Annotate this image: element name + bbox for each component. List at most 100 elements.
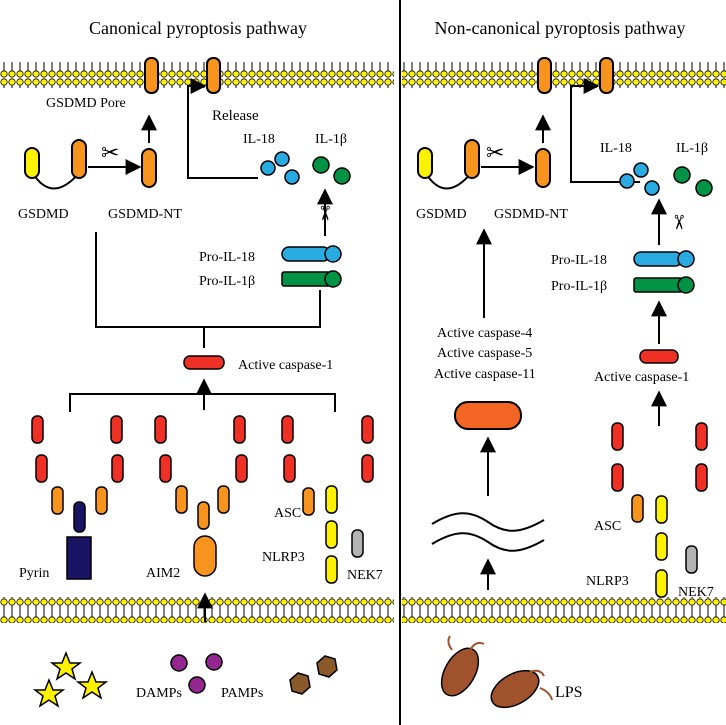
membrane-top-left <box>0 62 394 88</box>
pro-il1b-head-right <box>677 276 695 294</box>
nlrp3-casp-3-right <box>695 422 708 451</box>
gsdmd-nt-left <box>141 148 157 188</box>
arrow-release-right <box>570 78 640 183</box>
il18-dot-2 <box>633 162 649 178</box>
label-nlrp3-right: NLRP3 <box>586 574 629 589</box>
label-gsdmd-nt-left: GSDMD-NT <box>108 207 182 222</box>
label-pro-il1b-left: Pro-IL-1β <box>199 274 255 289</box>
label-active-caspase1-left: Active caspase-1 <box>238 358 333 373</box>
label-damps: DAMPs <box>136 686 182 701</box>
il1b-dot-1 <box>312 156 330 174</box>
label-active-caspase5: Active caspase-5 <box>437 346 532 361</box>
scissors-icon: ✂ <box>313 205 335 222</box>
nlrp3-yellow-3-left <box>325 555 338 584</box>
nlrp3-casp-2-left <box>283 454 296 483</box>
title-canonical: Canonical pyroptosis pathway <box>89 18 307 38</box>
pyrin-casp-1 <box>31 415 44 444</box>
label-asc-right: ASC <box>594 519 621 534</box>
membrane-bottom-left <box>0 597 394 623</box>
nlrp3-yellow-2-left <box>325 520 338 549</box>
label-pro-il18-right: Pro-IL-18 <box>551 253 607 268</box>
lps-wave-1 <box>431 512 545 532</box>
label-nek7-right: NEK7 <box>678 585 714 600</box>
nlrp3-casp-1-right <box>611 422 624 451</box>
label-pyrin: Pyrin <box>19 566 49 581</box>
label-aim2: AIM2 <box>146 566 180 581</box>
label-pro-il1b-right: Pro-IL-1β <box>551 279 607 294</box>
label-gsdmd-pore: GSDMD Pore <box>46 96 126 111</box>
label-release: Release <box>212 108 259 124</box>
il1b-dot-1 <box>673 166 691 184</box>
pro-il1b-head-left <box>324 270 342 288</box>
nlrp3-asc-1-right <box>631 494 644 523</box>
pyrin-asc-1 <box>51 486 64 515</box>
gsdmd-yellow-left <box>24 147 40 179</box>
pyrin-casp-4 <box>111 454 124 483</box>
label-il18-left: IL-18 <box>243 132 275 147</box>
line-cleave-bracket-left <box>95 232 321 328</box>
pamp-dot-2 <box>188 676 206 694</box>
release-pore-left <box>206 57 221 94</box>
nlrp3-casp-1-left <box>281 415 294 444</box>
il18-dot-3 <box>644 180 660 196</box>
lps-flagella <box>447 635 553 701</box>
pyrin-casp-3 <box>110 415 123 444</box>
scissors-icon: ✂ <box>667 214 689 231</box>
gsdmd-nt-right <box>535 148 551 188</box>
pamp-dot-1 <box>170 654 188 672</box>
nlrp3-yellow-3-right <box>655 569 668 598</box>
aim2-casp-1 <box>154 415 167 444</box>
label-active-caspase11: Active caspase-11 <box>434 367 536 382</box>
label-active-caspase4: Active caspase-4 <box>437 326 532 341</box>
gsdmd-yellow-right <box>417 147 433 179</box>
nek7-left <box>351 529 364 558</box>
pro-il18-head-right <box>677 250 695 268</box>
arrow-release-left <box>187 78 258 179</box>
nlrp3-yellow-1-right <box>655 495 668 524</box>
damp-star-2 <box>32 677 66 708</box>
label-active-caspase1-right: Active caspase-1 <box>594 370 689 385</box>
aim2-body <box>193 535 217 577</box>
aim2-casp-4 <box>235 454 248 483</box>
gsdmd-orange-left <box>71 139 87 179</box>
nek7-right <box>685 545 698 574</box>
active-caspase1-right <box>639 349 679 364</box>
bracket-inflammasomes-left <box>69 393 336 412</box>
il18-dot-2 <box>274 151 290 167</box>
label-il1b-right: IL-1β <box>676 141 708 156</box>
title-noncanonical: Non-canonical pyroptosis pathway <box>435 18 686 38</box>
membrane-top-right <box>402 62 726 88</box>
il18-dot-3 <box>284 169 300 185</box>
il18-dot-1 <box>260 160 276 176</box>
label-pamps: PAMPs <box>221 686 263 701</box>
scissors-icon: ✂ <box>486 140 504 165</box>
label-nlrp3-left: NLRP3 <box>262 550 305 565</box>
release-pore-right <box>599 57 614 94</box>
lps-bacterium-1 <box>440 647 480 697</box>
pyrin-body <box>66 536 92 580</box>
label-il18-right: IL-18 <box>600 141 632 156</box>
lps-bacterium-2 <box>490 669 540 709</box>
nlrp3-casp-4-right <box>695 463 708 492</box>
gsdmd-pore-right <box>537 57 552 94</box>
damp-star-3 <box>75 669 109 700</box>
pro-il18-head-left <box>324 245 342 263</box>
label-gsdmd-nt-right: GSDMD-NT <box>494 207 568 222</box>
aim2-stem <box>197 501 210 530</box>
pro-il18-bar-left <box>281 246 331 262</box>
aim2-casp-2 <box>159 454 172 483</box>
lps-wave-2 <box>431 532 545 552</box>
nlrp3-casp-2-right <box>611 463 624 492</box>
nlrp3-yellow-1-left <box>325 485 338 514</box>
membrane-bottom-right <box>402 597 726 623</box>
pro-il1b-bar-right <box>633 277 683 293</box>
caspase-4-5-11-block <box>454 401 522 430</box>
aim2-asc-2 <box>217 485 230 514</box>
il18-dot-1 <box>619 173 635 189</box>
pyrin-stem <box>73 501 86 533</box>
damp-star-1 <box>49 650 83 681</box>
pro-il1b-bar-left <box>281 271 331 287</box>
label-asc-left: ASC <box>274 506 301 521</box>
pamp-hex-1 <box>289 672 311 695</box>
